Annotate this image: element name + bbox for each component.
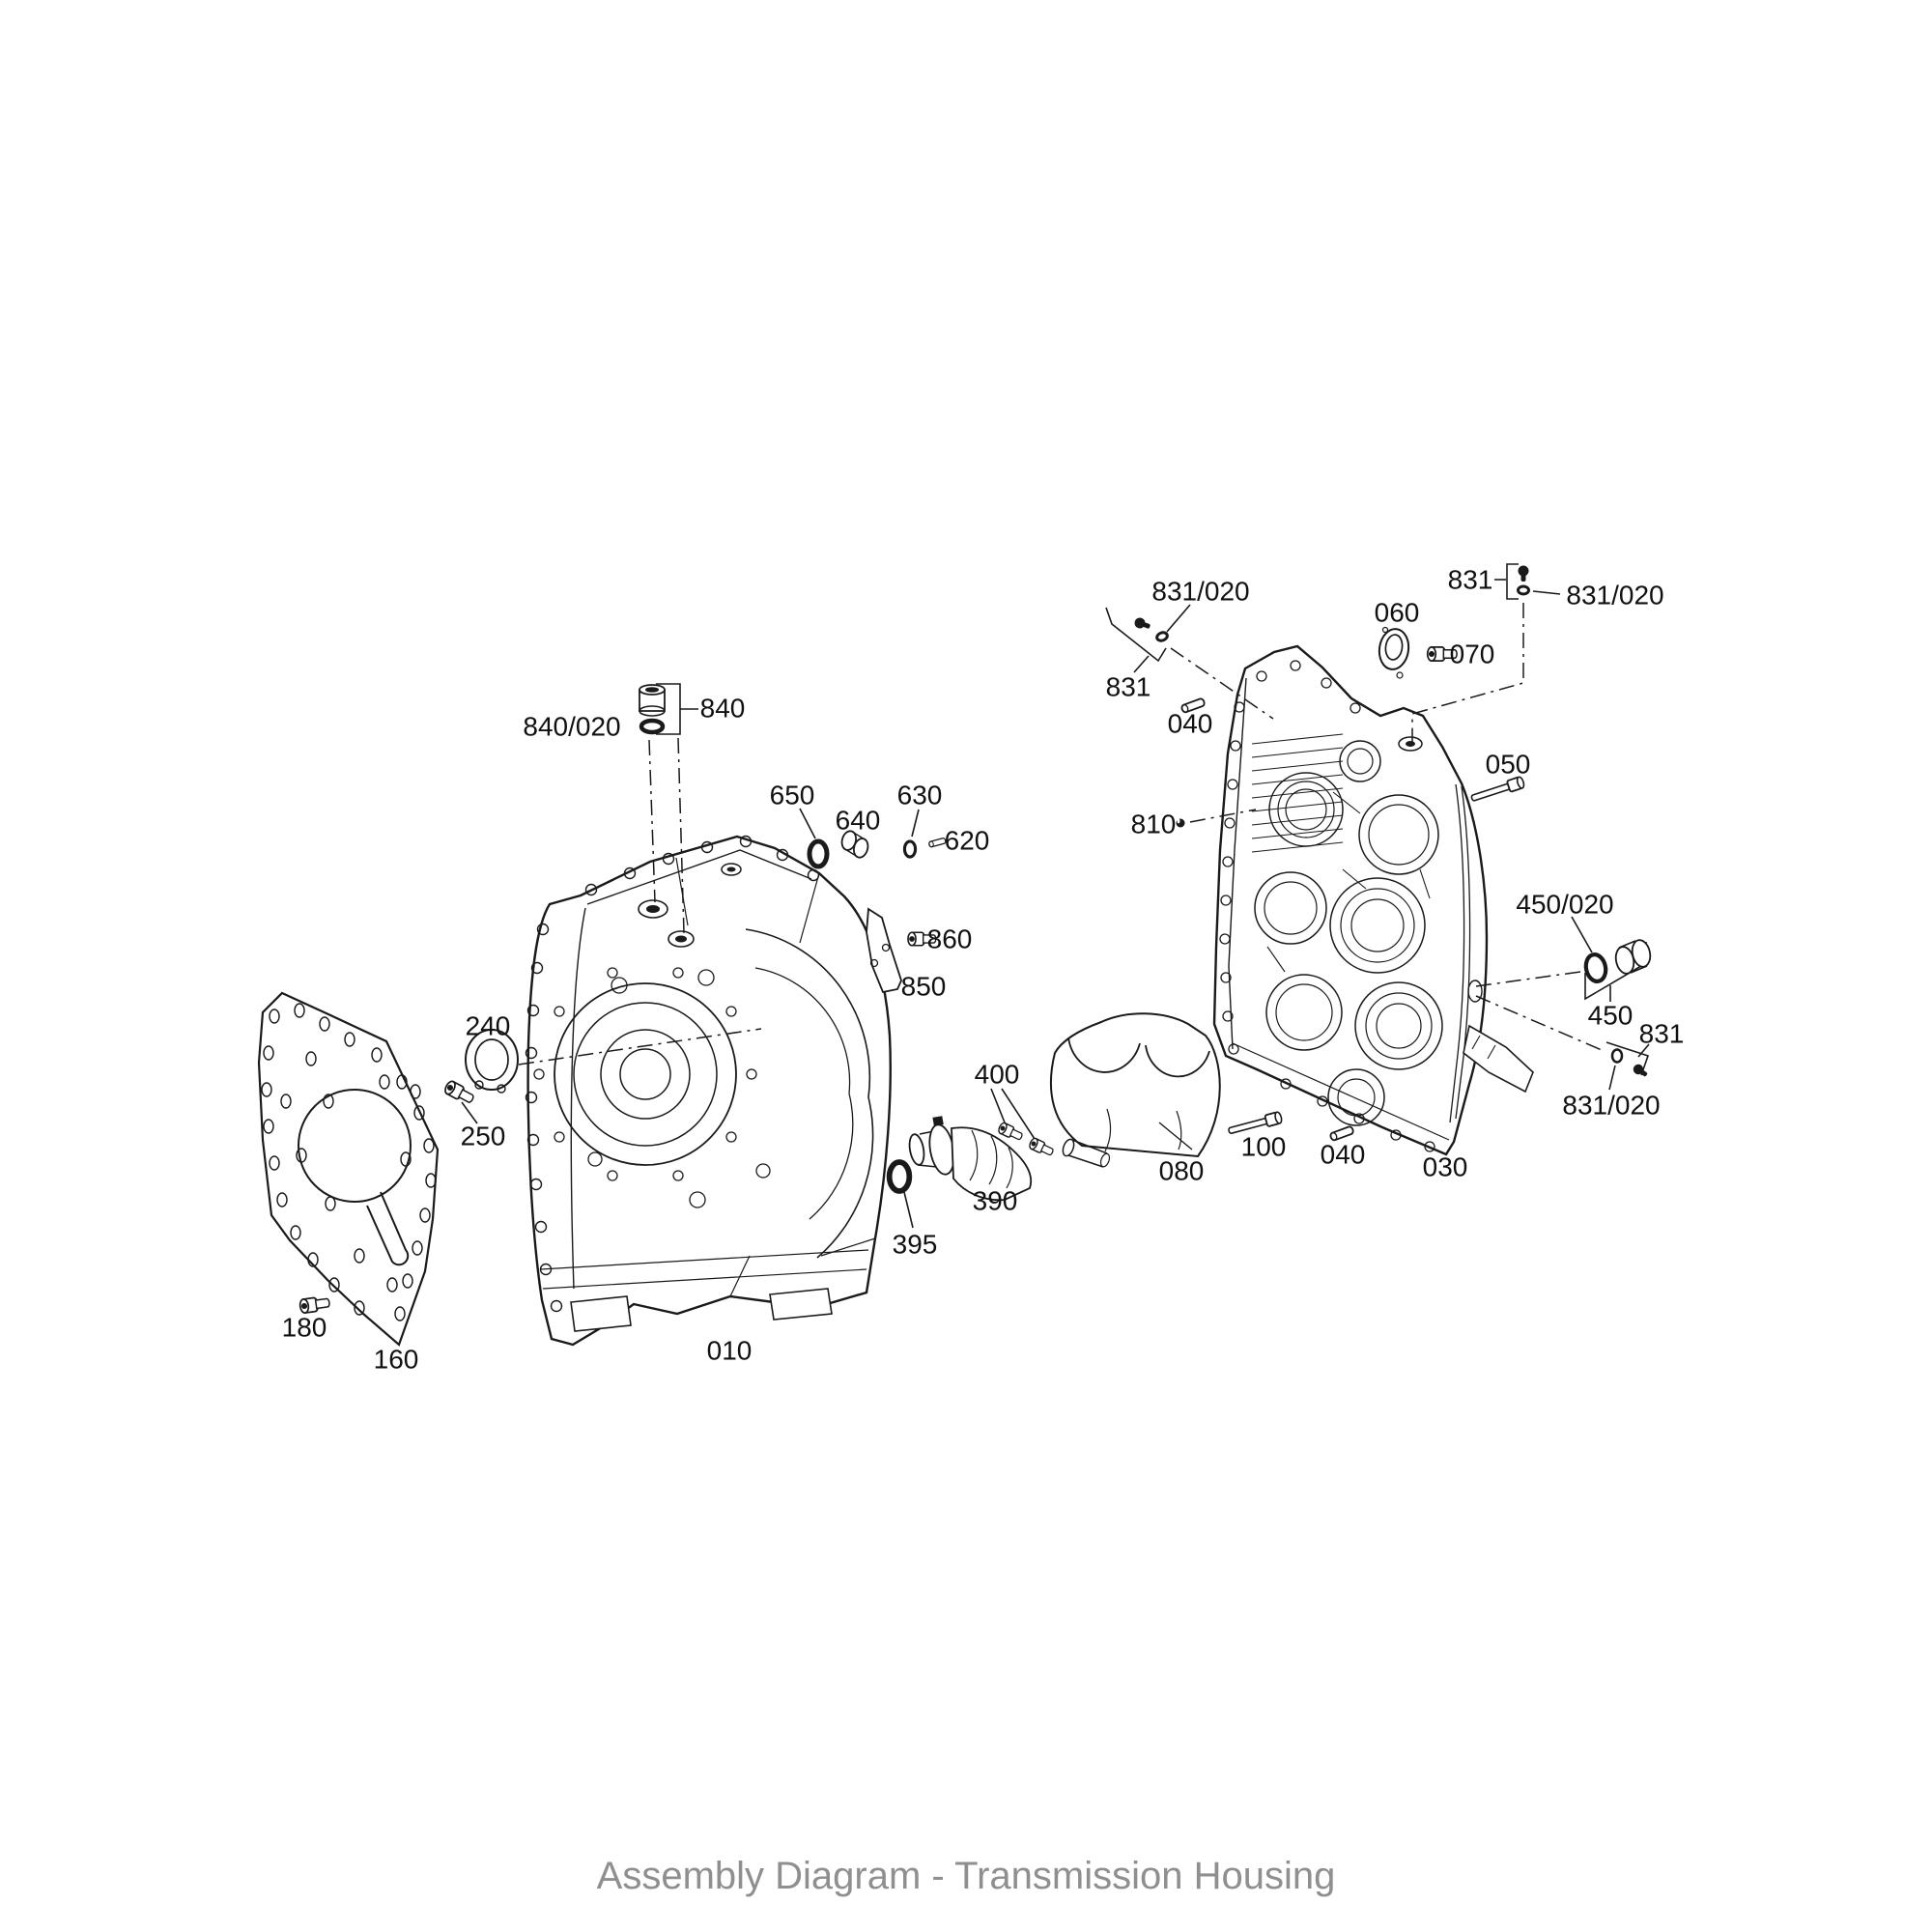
part-850-plate (866, 907, 902, 994)
part-label-040-upper: 040 (1168, 709, 1213, 739)
part-label-850: 850 (901, 972, 947, 1002)
part-831-right-set (1610, 1048, 1650, 1080)
part-label-650: 650 (770, 781, 815, 810)
part-390-tube-fitting (908, 1116, 1033, 1202)
part-label-831-020-top-right: 831/020 (1566, 581, 1663, 611)
centerlines (518, 603, 1603, 1065)
part-831-top-left-set (1132, 615, 1171, 644)
housing-rear-flange-holes (1219, 660, 1435, 1152)
part-840-020-oring (639, 718, 666, 735)
part-label-840-020: 840/020 (523, 712, 620, 742)
part-label-100: 100 (1241, 1132, 1287, 1162)
housing-rear-pipe-boss (1463, 1024, 1534, 1094)
part-630-oring (902, 839, 918, 859)
part-label-630: 630 (897, 781, 943, 810)
gasket-bolt-holes (261, 1003, 437, 1321)
part-060-retainer (1378, 626, 1410, 679)
part-240-seal-ring (465, 1029, 519, 1094)
part-400-bolt-1 (996, 1121, 1025, 1144)
part-label-450: 450 (1588, 1001, 1634, 1031)
part-label-450-020: 450/020 (1516, 890, 1613, 920)
part-label-040-lower: 040 (1321, 1140, 1366, 1170)
gasket-plate-160 (257, 991, 440, 1347)
housing-rear-ribs (1266, 791, 1431, 973)
part-180-bolt (298, 1294, 331, 1315)
part-label-395: 395 (893, 1230, 938, 1260)
part-250-bolt (442, 1078, 477, 1107)
part-650-oring (810, 841, 827, 867)
part-label-250: 250 (461, 1122, 506, 1151)
caption: Assembly Diagram - Transmission Housing (596, 1855, 1336, 1897)
part-label-060: 060 (1375, 598, 1420, 628)
housing-front-ribs (539, 857, 876, 1297)
part-label-831-020-bottom-right: 831/020 (1562, 1091, 1660, 1121)
leader-lines (461, 579, 1650, 1229)
housing-front-010 (525, 835, 892, 1347)
part-label-810: 810 (1131, 810, 1177, 839)
part-label-620: 620 (945, 826, 990, 856)
part-label-070: 070 (1450, 639, 1495, 669)
part-395-oring (890, 1162, 910, 1191)
housing-rear-bearing-bores (1254, 740, 1443, 1126)
housing-front-center-bore (533, 967, 757, 1181)
part-label-080: 080 (1159, 1156, 1205, 1186)
part-050-bolt (1468, 775, 1526, 806)
part-label-010: 010 (707, 1336, 753, 1366)
housing-front-flange-holes (525, 835, 820, 1313)
part-label-390: 390 (973, 1186, 1018, 1216)
part-label-840: 840 (700, 694, 746, 724)
part-400-bolt-2 (1027, 1136, 1056, 1159)
part-label-831-top-right: 831 (1448, 565, 1493, 595)
housing-front-bosses (587, 863, 771, 1208)
part-450-set (1583, 939, 1652, 983)
part-label-050: 050 (1486, 750, 1531, 780)
part-label-160: 160 (374, 1345, 419, 1375)
part-label-640: 640 (836, 806, 881, 836)
housing-rear-fins (1251, 733, 1344, 853)
part-640-bushing (840, 830, 869, 859)
part-label-831-020-top-left: 831/020 (1151, 577, 1249, 607)
part-label-240: 240 (466, 1011, 511, 1041)
part-label-860: 860 (927, 924, 973, 954)
part-label-400: 400 (975, 1060, 1020, 1090)
part-080-cover (1049, 1012, 1221, 1168)
housing-rear-030 (1212, 644, 1534, 1156)
part-831-top-right-set (1517, 565, 1530, 596)
part-840-plug (639, 684, 666, 717)
part-label-030: 030 (1423, 1152, 1468, 1182)
part-label-831-right: 831 (1639, 1019, 1685, 1049)
part-label-180: 180 (282, 1313, 327, 1343)
gasket-keyhole-circle (298, 1089, 412, 1203)
part-810-plug (1176, 818, 1185, 828)
part-label-831-top-left: 831 (1106, 672, 1151, 702)
